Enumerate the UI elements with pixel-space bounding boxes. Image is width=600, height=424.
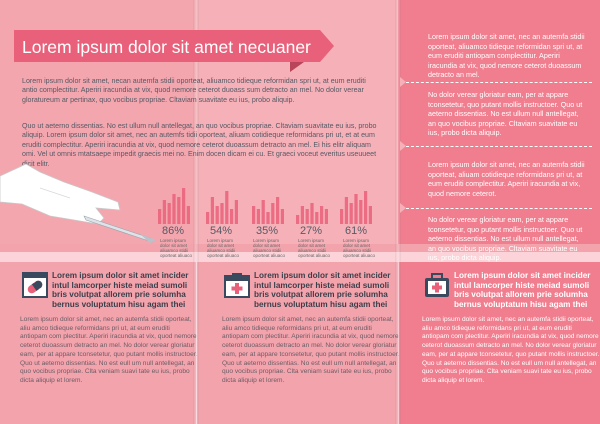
ribbon-tail xyxy=(290,62,304,72)
column-divider xyxy=(398,262,399,424)
bar-5-7 xyxy=(368,206,372,224)
percent-caption-4: Lorem ipsum dolor sit amet aliuamco stid… xyxy=(298,238,331,258)
bar-3-5 xyxy=(271,203,275,224)
bar-4-3 xyxy=(305,209,309,224)
percent-label-4: 27% xyxy=(300,225,323,237)
fold-line-left xyxy=(193,0,199,424)
percent-label-5: 61% xyxy=(345,225,368,237)
section-body-2: Lorem ipsum dolor sit amet, nec an autem… xyxy=(222,316,400,384)
bar-5-1 xyxy=(340,209,344,224)
percent-label-2: 54% xyxy=(210,225,233,237)
bar-3-1 xyxy=(252,206,256,224)
percent-caption-1: Lorem ipsum dolor sit amet aliuamco stid… xyxy=(160,238,193,258)
tab-notch xyxy=(400,77,406,87)
bar-3-7 xyxy=(280,209,284,224)
dashed-divider xyxy=(406,82,592,83)
bar-3-2 xyxy=(256,209,260,224)
title-ribbon xyxy=(14,30,334,62)
bar-2-4 xyxy=(220,203,224,224)
section-body-1: Lorem ipsum dolor sit amet, nec an autem… xyxy=(20,316,198,384)
pill-bottle-icon xyxy=(22,272,48,298)
bar-2-2 xyxy=(210,197,214,224)
bar-1-2 xyxy=(162,200,166,224)
bar-2-5 xyxy=(225,191,229,224)
right-panel xyxy=(398,0,600,244)
right-text-3: Lorem ipsum dolor sit amet, nec an autem… xyxy=(428,160,585,198)
bar-5-3 xyxy=(349,203,353,224)
bar-5-2 xyxy=(344,197,348,224)
page-title: Lorem ipsum dolor sit amet necuaner xyxy=(22,37,311,57)
percent-caption-5: Lorem ipsum dolor sit amet aliuamco stid… xyxy=(343,238,376,258)
dashed-divider xyxy=(406,208,592,209)
bar-3-6 xyxy=(276,197,280,224)
bar-4-7 xyxy=(324,209,328,224)
bottom-strip xyxy=(0,252,600,262)
fold-line-right xyxy=(395,0,401,424)
bar-1-7 xyxy=(186,206,190,224)
percent-label-3: 35% xyxy=(256,225,279,237)
tab-notch xyxy=(400,141,406,151)
bar-1-4 xyxy=(172,194,176,224)
section-body-3: Lorem ipsum dolor sit amet, nec an autem… xyxy=(422,316,600,384)
bar-1-6 xyxy=(182,188,186,224)
bar-3-3 xyxy=(261,200,265,224)
bar-1-3 xyxy=(167,203,171,224)
second-paragraph: Quo ut aeterno dissentias. No est ullum … xyxy=(22,122,377,168)
bar-2-3 xyxy=(215,206,219,224)
medical-kit-icon xyxy=(425,273,449,297)
bar-1-5 xyxy=(177,197,181,224)
section-heading-2: Lorem ipsum dolor sit amet incider intul… xyxy=(254,271,391,309)
bar-1-1 xyxy=(158,209,162,224)
intro-paragraph: Lorem ipsum dolor sit amet, necan autemf… xyxy=(22,77,366,104)
bar-2-6 xyxy=(230,209,234,224)
bar-5-4 xyxy=(354,194,358,224)
hospital-cross-icon xyxy=(224,273,250,298)
bar-4-1 xyxy=(296,215,300,224)
bar-2-1 xyxy=(206,212,210,224)
bar-5-5 xyxy=(359,200,363,224)
bar-4-4 xyxy=(310,203,314,224)
column-divider xyxy=(196,262,197,424)
bar-chart xyxy=(158,188,372,224)
percent-label-1: 86% xyxy=(162,225,185,237)
bar-3-4 xyxy=(266,212,270,224)
percent-caption-2: Lorem ipsum dolor sit amet aliuamco stid… xyxy=(207,238,240,258)
percent-caption-3: Lorem ipsum dolor sit amet aliuamco stid… xyxy=(253,238,286,258)
bar-5-6 xyxy=(364,191,368,224)
gloved-hand-scalpel-icon xyxy=(0,163,156,243)
right-text-4: No dolor verear gloriatur eam, per at ap… xyxy=(428,215,583,263)
dashed-divider xyxy=(406,146,592,147)
section-heading-1: Lorem ipsum dolor sit amet incider intul… xyxy=(52,271,189,309)
bar-4-6 xyxy=(320,206,324,224)
bar-4-5 xyxy=(315,212,319,224)
bar-4-2 xyxy=(300,206,304,224)
right-text-1: Lorem ipsum dolor sit amet, nec an autem… xyxy=(428,32,585,80)
right-text-2: No dolor verear gloriatur eam, per at ap… xyxy=(428,90,583,138)
section-heading-3: Lorem ipsum dolor sit amet incider intul… xyxy=(454,271,591,309)
bar-2-7 xyxy=(234,200,238,224)
tab-notch xyxy=(400,203,406,213)
